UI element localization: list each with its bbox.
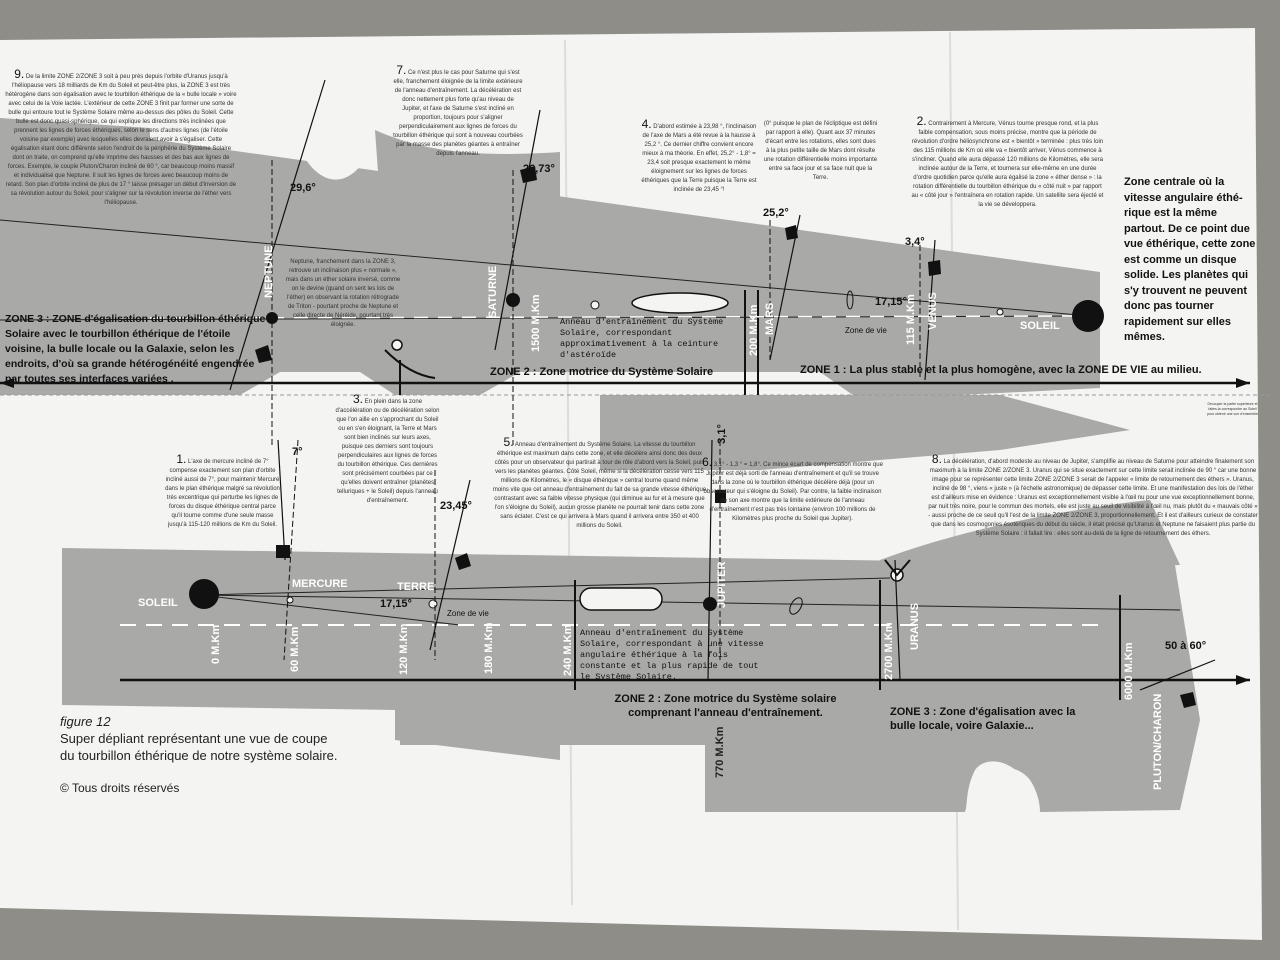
zone1-label: ZONE 1 : La plus stable et la plus homog… (800, 364, 1202, 376)
paragraph-6: 6. 3,1° - 1,3 ° = 1,8°. Ce mince écart d… (700, 455, 885, 524)
terre-angle: 23,45° (440, 500, 472, 512)
lower-vortex-right-flare (880, 500, 1180, 575)
upper-arch-cutout (285, 96, 385, 180)
central-vortex-bridge (600, 395, 1130, 470)
saturne-label: SATURNE (487, 265, 499, 318)
paragraph-4-text: D'abord estimée à 23,98 °, l'inclinaison… (641, 124, 757, 193)
paragraph-neptune: Neptune, franchement dans la ZONE 3, ret… (285, 259, 401, 328)
upper-band-saturn-hump (375, 130, 560, 200)
mars-label: MARS (764, 302, 776, 335)
paragraph-7: 7. Ce n'est plus le cas pour Saturne qui… (392, 63, 524, 159)
zone2-top-label: ZONE 2 : Zone motrice du Système Solaire (490, 366, 714, 378)
mercure-distance: 60 M.Km (289, 626, 301, 672)
ring-top (631, 292, 729, 314)
venus-label: VENUS (927, 292, 939, 330)
ring-bottom (579, 587, 663, 611)
cut-note: Découper la partie supérieure et faites-… (1207, 402, 1258, 416)
jupiter-angle: 3,1° (715, 424, 728, 444)
neptune-angle: 29,6° (290, 182, 316, 194)
paragraph-9-text: De la limite ZONE 2/ZONE 3 soit à peu pr… (5, 74, 237, 206)
soleil-bottom (189, 579, 219, 609)
neptune-label: NEPTUNE (263, 245, 275, 298)
caption-line-2: du tourbillon éthérique de notre système… (60, 748, 338, 763)
lower-arch-cutout (970, 767, 1040, 812)
ring-top-label: Anneau d'entraînement du Système Solaire… (560, 317, 724, 360)
upper-vortex-bulge-left (140, 130, 300, 350)
ecliptic-angle-bottom: 17,15° (380, 598, 412, 610)
figure-number: figure 12 (60, 714, 111, 729)
paragraph-1-number: 1. (176, 452, 187, 466)
paragraph-7-text: Ce n'est plus le cas pour Saturne qui s'… (393, 70, 523, 157)
paragraph-2-text: Contrairement à Mercure, Vénus tourne pr… (911, 121, 1104, 208)
soleil-distance: 0 M.Km (210, 624, 222, 664)
zone3-top-label: ZONE 3 : ZONE d'égalisation du tourbillo… (5, 313, 266, 385)
zone2-bottom-label: ZONE 2 : Zone motrice du Système solaire… (614, 693, 837, 719)
ecliptic-angle-top: 17,15° (875, 296, 907, 308)
ring-bottom-label: Anneau d'entraînement du Système Solaire… (580, 628, 764, 682)
pluton-angle: 50 à 60° (1165, 640, 1207, 652)
soleil-top-label: SOLEIL (1020, 320, 1060, 332)
jupiter-label: JUPITER (716, 561, 728, 608)
terre-planet (428, 599, 438, 609)
terre-label: TERRE (397, 581, 435, 593)
uranus-label: URANUS (909, 602, 921, 650)
paragraph-2-number: 2. (916, 114, 927, 128)
paragraph-3-number: 3. (352, 392, 363, 406)
caption-line-1: Super dépliant représentant une vue de c… (60, 731, 328, 746)
venus-angle: 3,4° (905, 236, 925, 248)
zone3-bottom-label: ZONE 3 : Zone d'égalisation avec la bull… (890, 706, 1076, 732)
distance-240: 240 M.Km (562, 624, 574, 676)
paragraph-3-text: En plein dans la zone d'accélération ou … (335, 399, 440, 504)
paragraph-mars: (0° puisque le plan de l'écliptique est … (763, 121, 878, 181)
paragraph-1: 1. L'axe de mercure incliné de 7° compen… (165, 452, 280, 530)
jupiter-distance: 770 M.Km (714, 726, 726, 778)
terre-distance: 120 M.Km (398, 623, 410, 675)
paragraph-3: 3. En plein dans la zone d'accélération … (335, 392, 440, 506)
paragraph-5-number: 5. (503, 435, 514, 449)
paragraph-5-text: Anneau d'entraînement du Système Solaire… (492, 442, 707, 529)
upper-band-top-left (0, 118, 150, 300)
copyright: © Tous droits réservés (60, 781, 180, 795)
paragraph-6-number: 6. (702, 455, 713, 469)
pluton-label: PLUTON/CHARON (1152, 693, 1164, 790)
paragraph-5: 5. Anneau d'entraînement du Système Sola… (492, 435, 707, 531)
upper-axis-arrow-left (0, 378, 14, 388)
central-zone-note: Zone centrale où la vitesse angulaire ét… (1124, 176, 1256, 343)
uranus-distance: 2700 M.Km (883, 622, 895, 680)
mercure-label: MERCURE (292, 578, 348, 590)
soleil-top (1072, 300, 1104, 332)
paragraph-7-number: 7. (396, 63, 407, 77)
saturne-angle: 26,73° (523, 163, 555, 175)
paragraph-4-number: 4. (641, 117, 652, 131)
fold-line (564, 39, 573, 906)
upper-axis-arrow-right (1236, 378, 1250, 388)
lower-axis-arrow-right (1236, 675, 1250, 685)
mercure-angle: 7° (292, 446, 303, 458)
mars-distance: 200 M.Km (748, 304, 760, 356)
paragraph-9: 9. De la limite ZONE 2/ZONE 3 soit à peu… (5, 67, 237, 208)
paragraph-9-number: 9. (14, 67, 25, 81)
paragraph-2: 2. Contrairement à Mercure, Vénus tourne… (910, 114, 1105, 210)
paragraph-4: 4. D'abord estimée à 23,98 °, l'inclinai… (640, 117, 758, 195)
paragraph-1-text: L'axe de mercure incliné de 7° compense … (165, 459, 280, 528)
paragraph-8-number: 8. (931, 452, 942, 466)
pluton-distance: 6000 M.Km (1123, 642, 1135, 700)
soleil-bottom-label: SOLEIL (138, 597, 178, 609)
paragraph-8: 8. La décélération, d'abord modeste au n… (928, 452, 1258, 539)
paragraph-6-text: 3,1° - 1,3 ° = 1,8°. Ce mince écart de c… (703, 462, 883, 522)
jupiter-planet (703, 597, 717, 611)
lower-vortex-step (400, 700, 720, 812)
upper-vortex-band (0, 118, 1100, 400)
saturne-distance: 1500 M.Km (530, 294, 542, 352)
zone-de-vie-bottom: Zone de vie (447, 609, 489, 618)
distance-180: 180 M.Km (483, 622, 495, 674)
mercure-planet (286, 596, 294, 604)
zone-de-vie-top: Zone de vie (845, 326, 887, 335)
paragraph-8-text: La décélération, d'abord modeste au nive… (928, 459, 1258, 537)
mars-angle: 25,2° (763, 207, 789, 219)
